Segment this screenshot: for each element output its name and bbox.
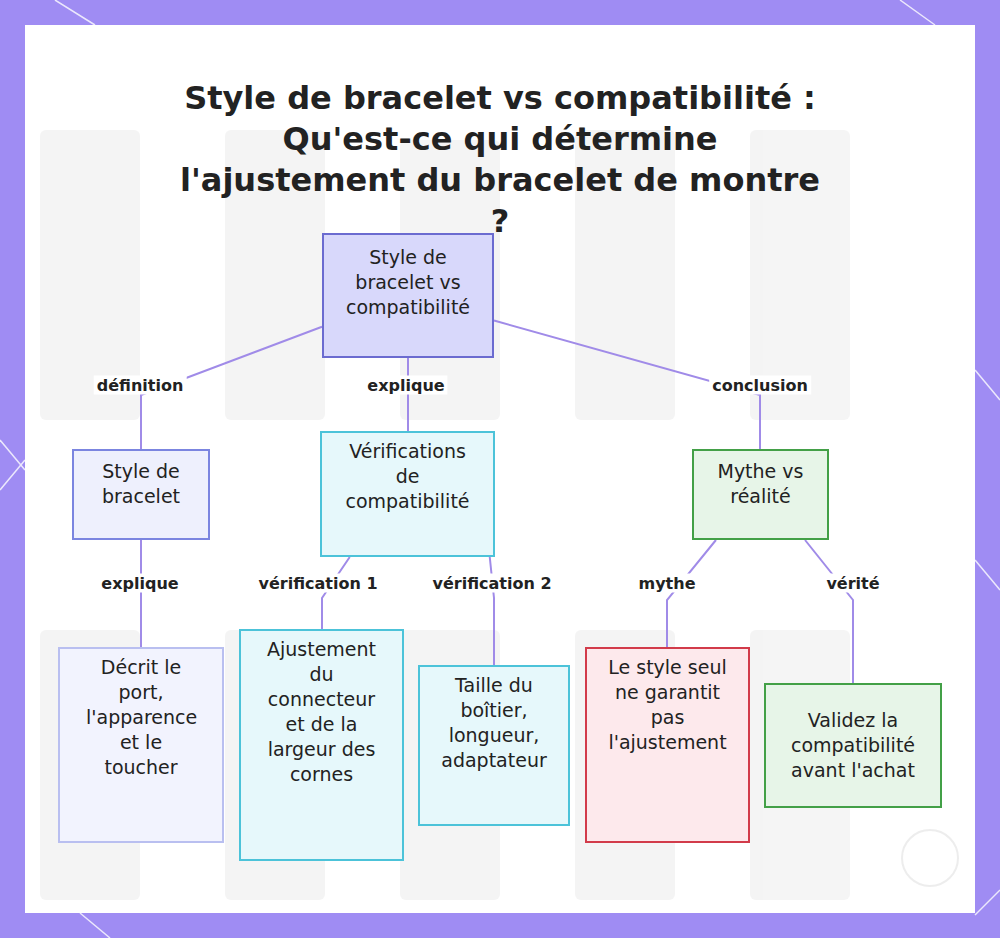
edge-label: mythe (636, 574, 699, 593)
connector-line (667, 540, 716, 647)
edge-label: vérification 1 (255, 574, 380, 593)
edge-label: explique (98, 574, 181, 593)
process-box: Validez la compatibilité avant l'achat (764, 683, 942, 808)
edge-label: conclusion (709, 376, 811, 395)
watermark-logo (902, 830, 958, 886)
connector-line (805, 540, 853, 683)
node-label: Décrit le port, l'apparence et le touche… (86, 655, 196, 780)
node-label: Ajustement du connecteur et de la largeu… (257, 637, 386, 787)
border-line (80, 913, 110, 938)
connector-line (407, 358, 409, 431)
edge-label: vérification 2 (429, 574, 554, 593)
process-box: Décrit le port, l'apparence et le touche… (58, 647, 224, 843)
border-line (975, 560, 1000, 590)
node-label: Style de bracelet vs compatibilité (338, 245, 478, 320)
border-line (975, 890, 1000, 915)
node-label: Vérifications de compatibilité (336, 439, 479, 514)
process-box: Ajustement du connecteur et de la largeu… (239, 629, 404, 861)
process-box: Style de bracelet (72, 449, 210, 540)
node-label: Style de bracelet (84, 459, 198, 509)
connector-line (140, 540, 142, 647)
edge-label: définition (94, 376, 187, 395)
diagram-title: Style de bracelet vs compatibilité : Qu'… (170, 78, 830, 242)
border-line (900, 0, 935, 25)
node-label: Mythe vs réalité (704, 459, 817, 509)
border-line (55, 0, 95, 25)
border-line (0, 460, 25, 490)
node-label: Validez la compatibilité avant l'achat (780, 708, 926, 783)
process-box: Style de bracelet vs compatibilité (322, 233, 494, 358)
process-box: Taille du boîtier, longueur, adaptateur (418, 665, 570, 826)
border-line (975, 370, 1000, 400)
faded-strap-images (40, 130, 850, 900)
edge-label: explique (364, 376, 447, 395)
edge-label: vérité (823, 574, 882, 593)
process-box: Le style seul ne garantit pas l'ajusteme… (585, 647, 750, 843)
card-background (25, 25, 975, 913)
process-box: Mythe vs réalité (692, 449, 829, 540)
node-label: Le style seul ne garantit pas l'ajusteme… (605, 655, 730, 755)
node-label: Taille du boîtier, longueur, adaptateur (438, 673, 550, 773)
process-box: Vérifications de compatibilité (320, 431, 495, 557)
connector-line (322, 557, 350, 629)
